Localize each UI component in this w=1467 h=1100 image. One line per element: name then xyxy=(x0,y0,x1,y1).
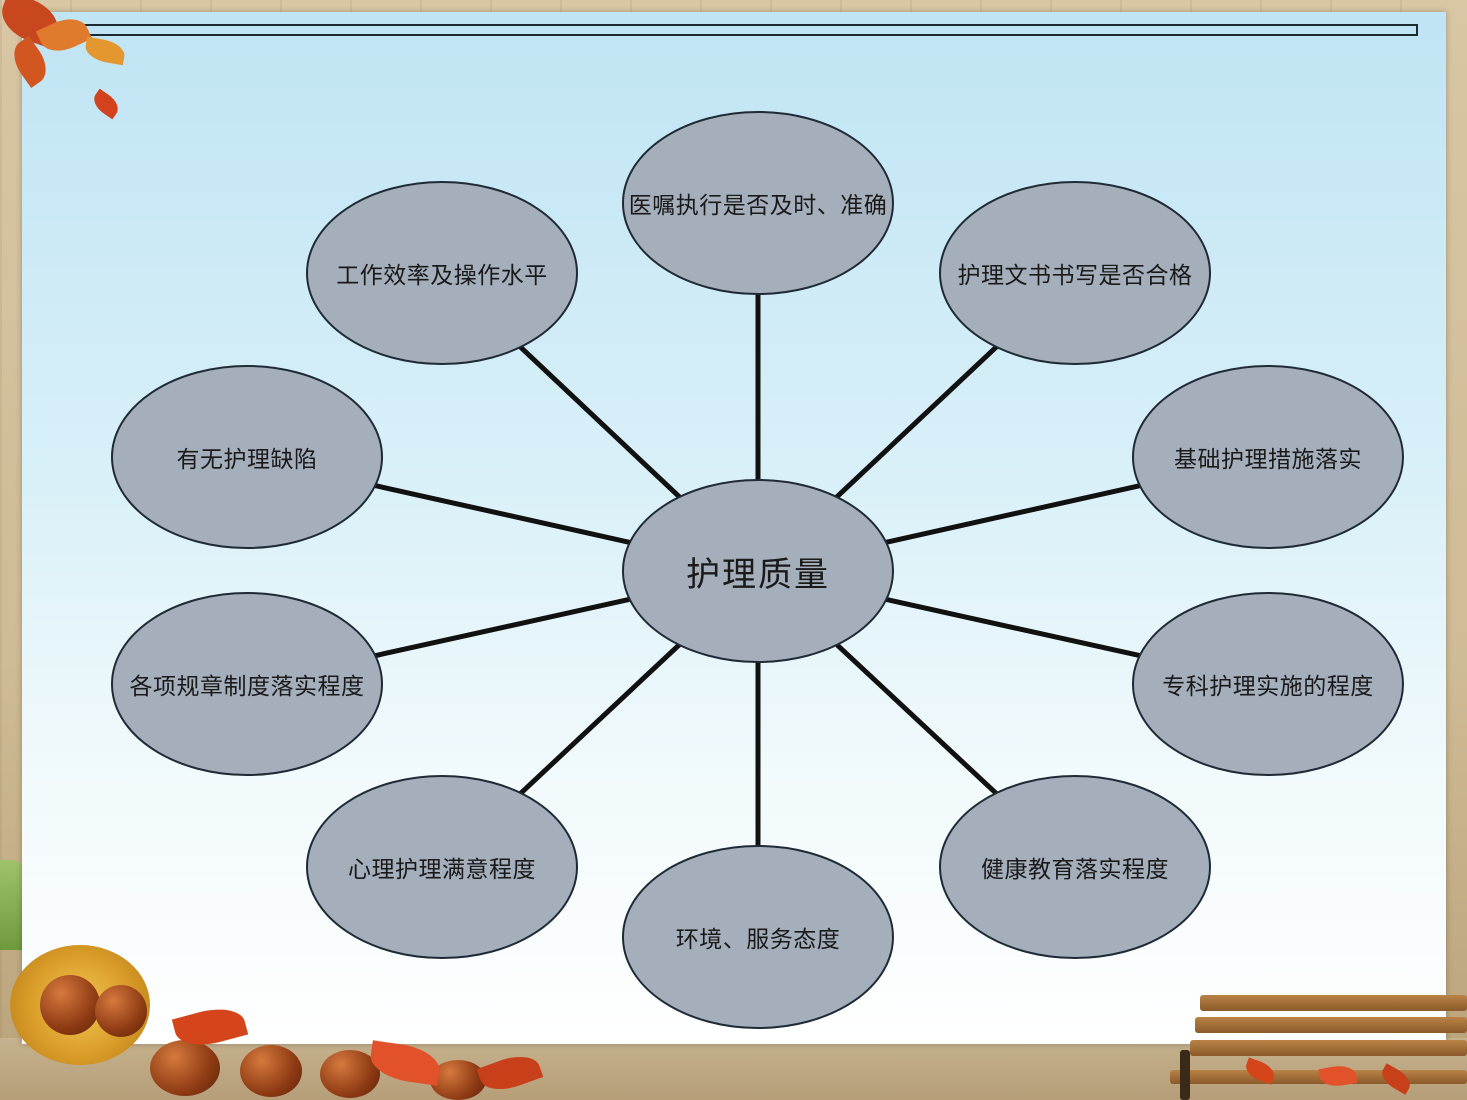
chestnut-decoration xyxy=(95,985,147,1037)
bench-decoration xyxy=(1180,1050,1190,1100)
connector-upper-left xyxy=(518,345,682,499)
node-left-upper xyxy=(111,365,383,549)
node-left-lower xyxy=(111,592,383,776)
connector-right-upper xyxy=(885,483,1141,545)
chestnut-decoration xyxy=(430,1060,486,1100)
node-lower-left xyxy=(306,775,578,959)
node-lower-right xyxy=(939,775,1211,959)
center-node xyxy=(622,479,894,663)
node-label-top: 医嘱执行是否及时、准确 xyxy=(628,193,888,219)
chestnut-decoration xyxy=(150,1040,220,1096)
node-bottom xyxy=(622,845,894,1029)
connector-left-lower xyxy=(374,596,631,659)
node-label-left-lower: 各项规章制度落实程度 xyxy=(129,674,365,700)
connector-right-lower xyxy=(885,596,1141,659)
node-upper-right xyxy=(939,181,1211,365)
connector-left-upper xyxy=(374,483,631,545)
chestnut-decoration xyxy=(240,1045,302,1097)
connector-lower-left xyxy=(519,643,681,795)
node-label-right-upper: 基础护理措施落实 xyxy=(1174,447,1362,473)
connector-upper-right xyxy=(834,345,999,499)
node-label-right-lower: 专科护理实施的程度 xyxy=(1162,674,1374,700)
node-label-upper-left: 工作效率及操作水平 xyxy=(336,263,548,289)
bench-decoration xyxy=(1195,1017,1467,1033)
bench-decoration xyxy=(1190,1040,1467,1056)
node-top xyxy=(622,111,894,295)
node-label-lower-left: 心理护理满意程度 xyxy=(348,857,536,883)
node-right-upper xyxy=(1132,365,1404,549)
node-label-upper-right: 护理文书书写是否合格 xyxy=(957,263,1193,289)
chestnut-decoration xyxy=(40,975,100,1035)
center-node-label: 护理质量 xyxy=(686,554,830,595)
node-label-lower-right: 健康教育落实程度 xyxy=(981,857,1169,883)
bench-decoration xyxy=(1200,995,1467,1011)
node-right-lower xyxy=(1132,592,1404,776)
node-upper-left xyxy=(306,181,578,365)
node-label-bottom: 环境、服务态度 xyxy=(675,927,841,953)
node-label-left-upper: 有无护理缺陷 xyxy=(176,447,318,473)
connector-lower-right xyxy=(835,642,998,796)
